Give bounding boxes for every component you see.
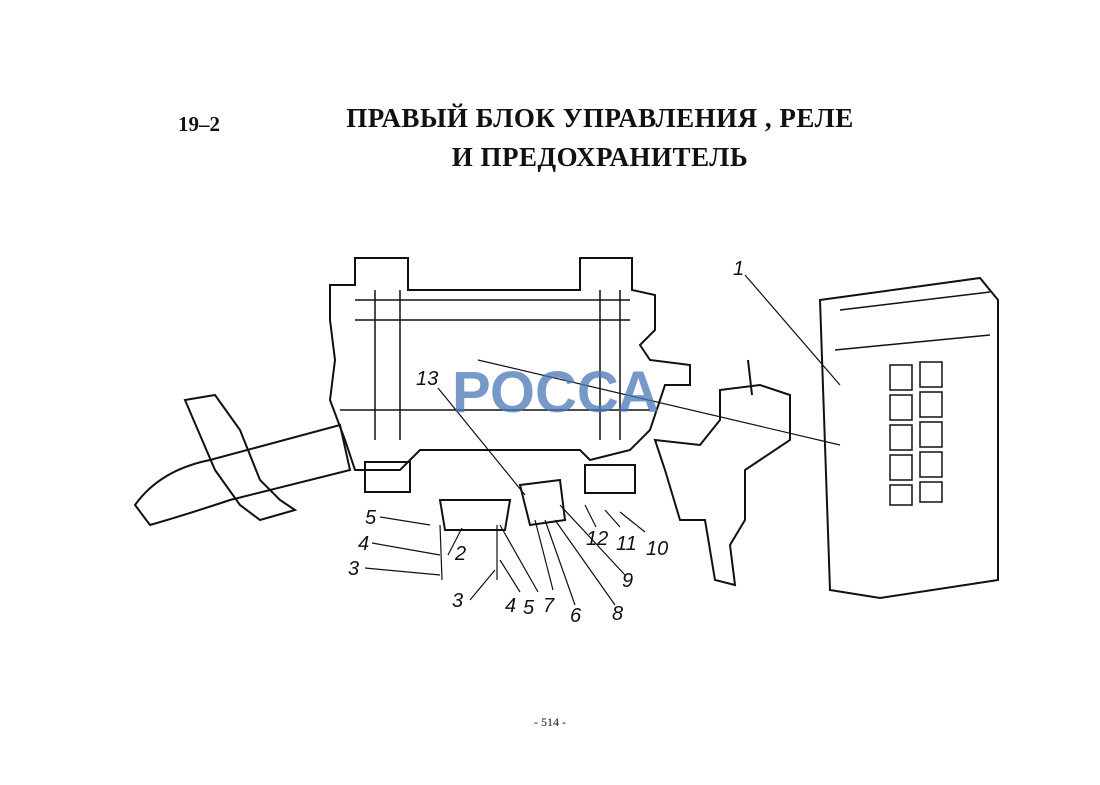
callout-4b: 4 bbox=[505, 595, 516, 617]
leader-lines bbox=[364, 274, 841, 606]
control-unit-box bbox=[818, 276, 999, 600]
watermark-logo: РОССА bbox=[452, 360, 659, 425]
right-mount-bracket bbox=[653, 383, 791, 587]
callout-7: 7 bbox=[543, 595, 555, 617]
callout-3b: 3 bbox=[452, 590, 463, 612]
right-foot-bracket bbox=[584, 464, 636, 494]
callout-2: 2 bbox=[454, 543, 466, 565]
callout-11: 11 bbox=[616, 533, 637, 555]
callout-6: 6 bbox=[570, 605, 582, 627]
stud bbox=[747, 359, 753, 396]
callout-1: 1 bbox=[733, 258, 744, 280]
relay-holder bbox=[518, 478, 567, 527]
relay-bracket bbox=[438, 499, 512, 531]
section-number: 19–2 bbox=[178, 112, 220, 136]
callout-13: 13 bbox=[416, 368, 438, 390]
callout-8: 8 bbox=[612, 603, 623, 625]
frame-ribs bbox=[340, 290, 650, 440]
callout-5b: 5 bbox=[523, 597, 535, 619]
callout-5: 5 bbox=[365, 507, 377, 529]
steering-column bbox=[133, 423, 352, 527]
callout-9: 9 bbox=[622, 570, 633, 592]
column-bracket bbox=[183, 393, 298, 522]
callout-12: 12 bbox=[586, 528, 608, 550]
left-foot-bracket bbox=[364, 461, 411, 493]
relay-grid bbox=[834, 291, 991, 506]
page-title-line-1: ПРАВЫЙ БЛОК УПРАВЛЕНИЯ , РЕЛЕ bbox=[346, 103, 854, 133]
callout-10: 10 bbox=[646, 538, 668, 560]
page-title-line-2: И ПРЕДОХРАНИТЕЛЬ bbox=[451, 142, 749, 172]
instrument-panel-frame bbox=[328, 257, 691, 471]
callout-3: 3 bbox=[348, 558, 359, 580]
callout-4: 4 bbox=[358, 533, 369, 555]
page-number: - 514 - bbox=[534, 715, 566, 729]
